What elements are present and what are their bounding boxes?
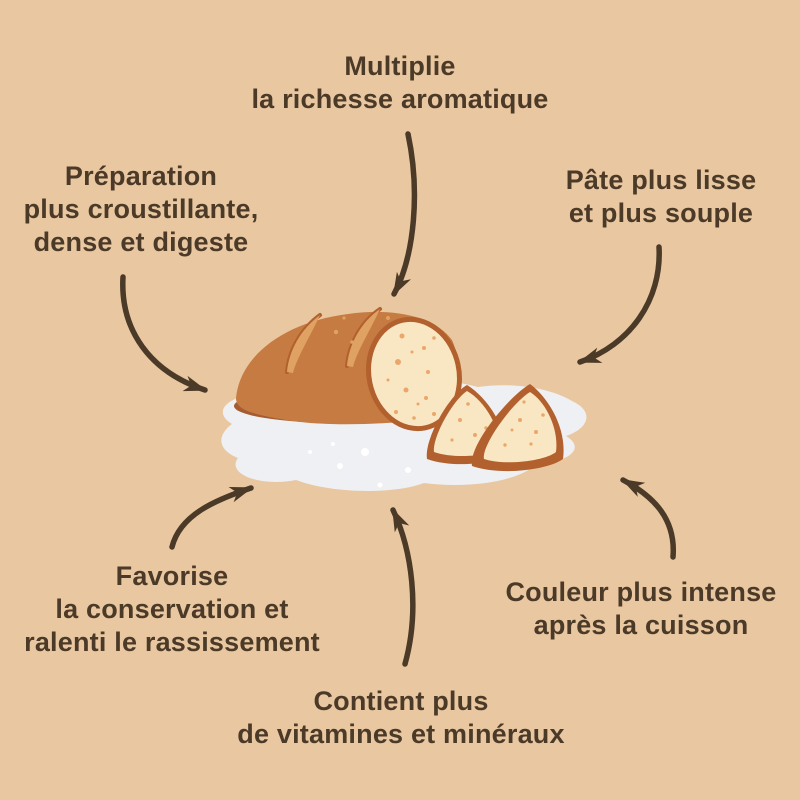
bread-loaf — [234, 307, 462, 432]
arrow-lower-left — [169, 485, 254, 550]
loaf-score-slashes — [285, 307, 382, 374]
arrow-upper-left — [120, 274, 208, 393]
label-dough-texture: Pâte plus lisse et plus souple — [565, 165, 757, 228]
arrow-top — [391, 131, 418, 297]
arrow-bottom — [390, 507, 416, 667]
loaf-cut-face — [366, 316, 462, 432]
label-vitamins: Contient plus de vitamines et minéraux — [237, 686, 565, 749]
label-color: Couleur plus intense après la cuisson — [505, 577, 777, 640]
arrow-upper-right — [577, 244, 662, 365]
arrow-lower-right — [620, 477, 676, 560]
label-aroma: Multiplie la richesse aromatique — [251, 51, 549, 114]
label-preparation: Préparation plus croustillante, dense et… — [23, 161, 259, 257]
label-conservation: Favorise la conservation et ralenti le r… — [24, 561, 320, 657]
bread-slice-front — [471, 384, 564, 472]
